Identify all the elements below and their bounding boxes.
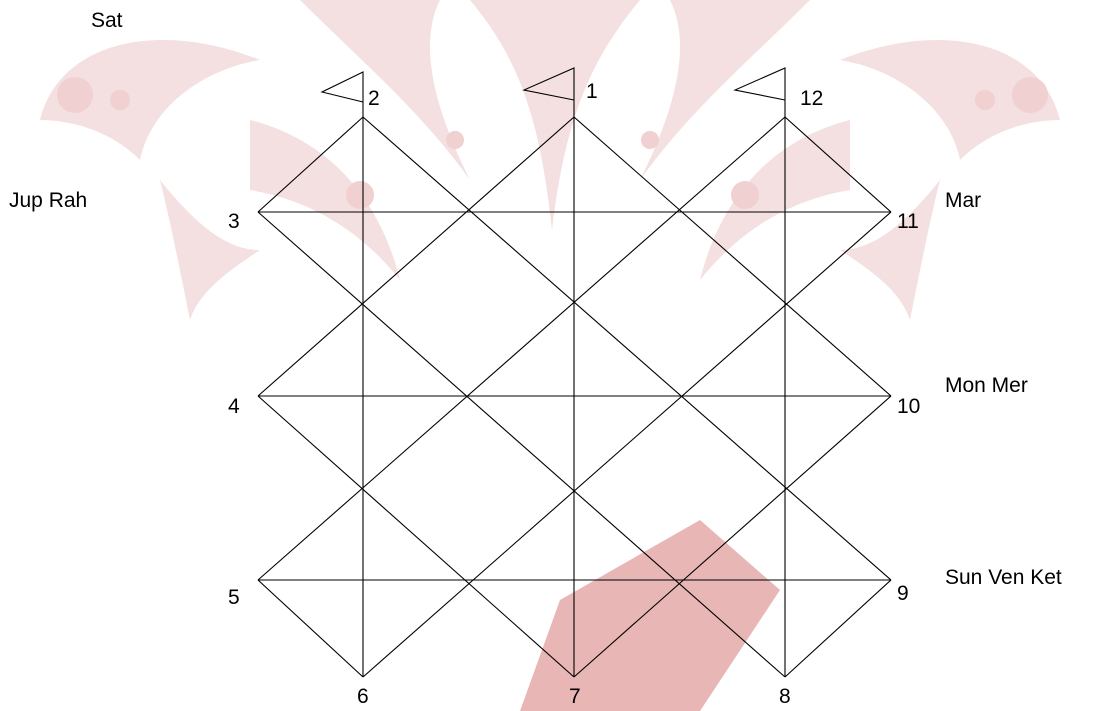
planet-label-mar: Mar (945, 189, 981, 212)
diagonal-line (785, 580, 891, 677)
planet-label-jup-rah: Jup Rah (9, 189, 87, 212)
flag-icon (735, 68, 785, 117)
house-number-12: 12 (800, 87, 823, 110)
house-number-9: 9 (897, 582, 909, 605)
diagonal-line (258, 212, 785, 677)
house-number-6: 6 (357, 685, 369, 708)
diagonal-line (258, 396, 574, 677)
flag-icon (322, 72, 363, 117)
house-number-2: 2 (368, 87, 380, 110)
house-number-10: 10 (897, 395, 920, 418)
house-number-7: 7 (569, 685, 581, 708)
house-number-1: 1 (586, 80, 598, 103)
diagonal-line (258, 580, 363, 677)
house-number-8: 8 (779, 685, 791, 708)
planet-label-mon-mer: Mon Mer (945, 374, 1028, 397)
planet-label-sun-ven-ket: Sun Ven Ket (945, 566, 1062, 589)
house-number-11: 11 (897, 210, 919, 233)
house-number-5: 5 (228, 586, 240, 609)
planet-label-sat: Sat (91, 9, 123, 32)
house-number-4: 4 (228, 395, 240, 418)
house-number-3: 3 (228, 210, 240, 233)
